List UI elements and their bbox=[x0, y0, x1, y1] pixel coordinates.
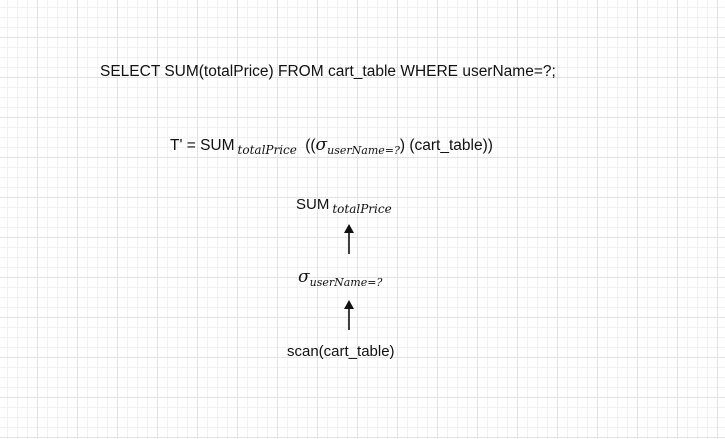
aggregate-subscript: totalPrice bbox=[237, 143, 297, 157]
expression-close-paren: ) (cart_table)) bbox=[399, 137, 493, 154]
aggregate-label: SUM bbox=[296, 196, 330, 213]
sql-query: SELECT SUM(totalPrice) FROM cart_table W… bbox=[100, 63, 556, 80]
selection-sigma-symbol: σ bbox=[298, 267, 310, 287]
aggregate-node-subscript: totalPrice bbox=[332, 202, 392, 216]
expression-open-paren: (( bbox=[305, 137, 316, 154]
arrow-up-icon bbox=[344, 224, 354, 254]
tree-node-scan: scan(cart_table) bbox=[287, 343, 395, 360]
selection-node-subscript: userName=? bbox=[309, 276, 383, 289]
selection-subscript: userName=? bbox=[327, 144, 400, 157]
sigma-symbol: σ bbox=[315, 135, 328, 155]
tree-node-selection: σuserName=? bbox=[298, 267, 383, 289]
expression-lhs: T' = SUM bbox=[170, 137, 235, 154]
arrow-up-icon bbox=[344, 300, 354, 330]
